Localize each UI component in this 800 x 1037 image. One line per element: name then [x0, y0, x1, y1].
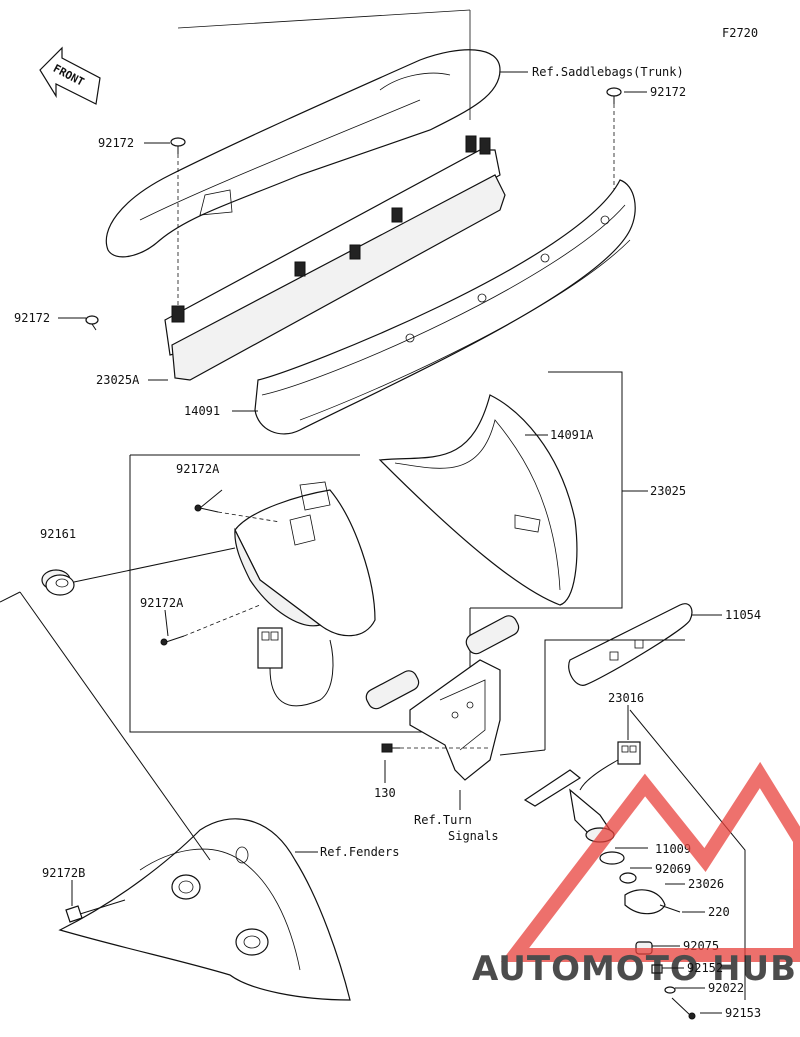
screw-92172-top-left [170, 137, 186, 305]
label-23016: 23016 [608, 691, 644, 705]
label-14091A: 14091A [550, 428, 594, 442]
label-92172-top-left: 92172 [98, 136, 134, 150]
label-ref-saddlebags: Ref.Saddlebags(Trunk) [532, 65, 684, 79]
label-23025A: 23025A [96, 373, 140, 387]
rear-fender [58, 818, 351, 1001]
license-light-assembly [523, 741, 696, 1020]
group-box-23025 [470, 371, 623, 609]
tail-light-housing [234, 481, 376, 637]
license-bracket [365, 615, 520, 781]
tail-light-connector [257, 627, 334, 707]
reflector-14091 [254, 179, 636, 435]
grommet-92161 [41, 569, 75, 596]
label-14091: 14091 [184, 404, 220, 418]
bolt-130 [381, 743, 488, 753]
leader-left [0, 591, 21, 603]
label-92172A-lower: 92172A [140, 596, 184, 610]
front-arrow-icon: FRONT [39, 46, 101, 105]
label-92161: 92161 [40, 527, 76, 541]
label-23026: 23026 [688, 877, 724, 891]
group-box-23016 [544, 639, 685, 750]
label-ref-fenders: Ref.Fenders [320, 845, 399, 859]
screw-92172B [65, 899, 126, 923]
saddlebag-trunk [105, 9, 501, 258]
screw-92172-top-right [606, 87, 622, 190]
label-23025: 23025 [650, 484, 686, 498]
label-ref-turn-1: Ref.Turn [414, 813, 472, 827]
label-92069: 92069 [655, 862, 691, 876]
label-92172-left: 92172 [14, 311, 50, 325]
screw-92172A-upper [194, 504, 281, 523]
label-11054: 11054 [725, 608, 761, 622]
label-92172B: 92172B [42, 866, 85, 880]
leader-lines [58, 71, 722, 1014]
figure-code: F2720 [722, 26, 758, 40]
label-92153: 92153 [725, 1006, 761, 1020]
label-92172A-upper: 92172A [176, 462, 220, 476]
reflector-bracket-23025A [164, 135, 506, 381]
label-92152: 92152 [687, 961, 723, 975]
watermark-text-hub: HUB [712, 949, 797, 989]
watermark-logo: AUTOMOTO HUB [472, 761, 800, 989]
label-92172-top-right: 92172 [650, 85, 686, 99]
label-92022: 92022 [708, 981, 744, 995]
lens-cover-14091A [378, 394, 578, 606]
label-ref-turn-2: Signals [448, 829, 499, 843]
label-130: 130 [374, 786, 396, 800]
screw-92172-left [85, 315, 99, 331]
label-11009: 11009 [655, 842, 691, 856]
watermark-text-auto: AUTOMOTO [472, 949, 700, 989]
label-220: 220 [708, 905, 730, 919]
license-light-bracket-11054 [568, 603, 693, 686]
screw-92172A-lower [160, 604, 261, 646]
